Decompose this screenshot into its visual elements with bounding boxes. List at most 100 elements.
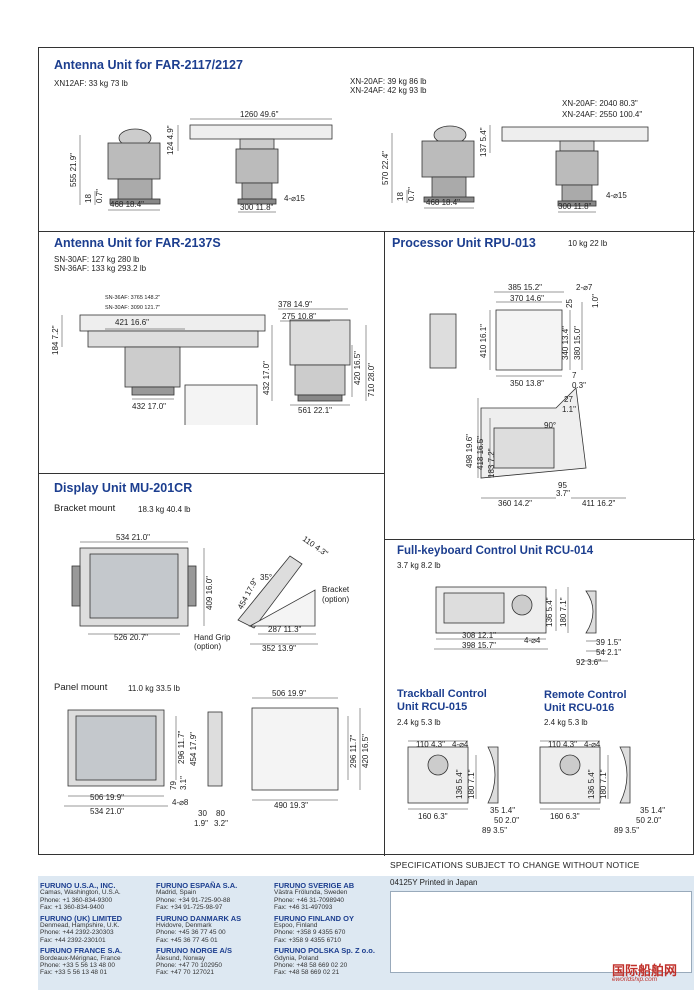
panel-mount-label: Panel mount bbox=[54, 682, 108, 693]
dim-561: 561 22.1" bbox=[298, 406, 332, 415]
kb-dim-39: 39 1.5" bbox=[596, 638, 621, 647]
dim-30: 30 bbox=[198, 809, 207, 818]
dim-110: 110 4.3" bbox=[301, 534, 330, 558]
bracket-text: Bracket bbox=[322, 585, 350, 594]
trackball-title-1: Trackball Control bbox=[397, 688, 487, 700]
keyboard-title: Full-keyboard Control Unit RCU-014 bbox=[397, 545, 594, 557]
dim-27: 27 bbox=[564, 395, 573, 404]
dim-183: 183 7.2" bbox=[487, 448, 496, 478]
dim-468a: 468 18.4" bbox=[110, 200, 144, 209]
antenna-2117-drawing: 1260 49.6" 124 4.9" 555 21.9" 18 0.7" 46… bbox=[69, 110, 649, 213]
office-fax: Fax: +34 91-725-98-97 bbox=[156, 904, 223, 912]
office-phone: Phone: +45 36 77 45 00 bbox=[156, 929, 226, 937]
tb-dim-160: 160 6.3" bbox=[418, 812, 448, 821]
kb-dim-92: 92 3.6" bbox=[576, 658, 601, 667]
office-city: Espoo, Finland bbox=[274, 922, 318, 930]
office-phone: Phone: +44 2392-230303 bbox=[40, 929, 114, 937]
dim-hole-8: 4-⌀8 bbox=[172, 798, 189, 807]
dim-352: 352 13.9" bbox=[262, 644, 296, 653]
office-name: FURUNO (UK) LIMITED bbox=[40, 913, 123, 923]
office-column-1: FURUNO U.S.A., INC.Camas, Washington, U.… bbox=[40, 882, 122, 980]
dim-340: 340 13.4" bbox=[561, 326, 570, 360]
office-city: Denmead, Hampshire, U.K. bbox=[40, 922, 120, 930]
office-name: FURUNO SVERIGE AB bbox=[274, 881, 355, 890]
kb-dim-180: 180 7.1" bbox=[559, 597, 568, 627]
bracket-mount-weight: 18.3 kg 40.4 lb bbox=[138, 505, 191, 514]
office-fax: Fax: +33 5 56 13 48 01 bbox=[40, 969, 108, 977]
watermark-url: eworldship.com bbox=[612, 976, 658, 983]
dim-421: 421 16.6" bbox=[115, 318, 149, 327]
bracket-mount-label: Bracket mount bbox=[54, 503, 116, 514]
kb-dim-54: 54 2.1" bbox=[596, 648, 621, 657]
dim-420: 420 16.5" bbox=[353, 351, 362, 385]
dim-137: 137 5.4" bbox=[479, 127, 488, 157]
specs-notice: SPECIFICATIONS SUBJECT TO CHANGE WITHOUT… bbox=[390, 860, 640, 870]
dim-418: 418 16.5" bbox=[476, 436, 485, 470]
office-block: FURUNO U.S.A., INC.Camas, Washington, U.… bbox=[40, 882, 122, 912]
tb-dim-136: 136 5.4" bbox=[455, 769, 464, 799]
dim-37: 3.7" bbox=[556, 489, 570, 498]
office-phone: Phone: +358 9 4355 670 bbox=[274, 929, 346, 937]
office-name: FURUNO NORGE A/S bbox=[156, 946, 232, 956]
tb-dim-180: 180 7.1" bbox=[467, 769, 476, 799]
dim-380: 380 15.0" bbox=[573, 326, 582, 360]
dim-300a: 300 11.8" bbox=[240, 203, 274, 212]
dim-80: 80 bbox=[216, 809, 225, 818]
office-name: FURUNO FRANCE S.A. bbox=[40, 946, 123, 956]
weight-xn12: XN12AF: 33 kg 73 lb bbox=[54, 79, 128, 88]
antenna-2137-title: Antenna Unit for FAR-2137S bbox=[54, 236, 221, 250]
dim-555: 555 21.9" bbox=[69, 153, 78, 187]
kb-dim-136: 136 5.4" bbox=[545, 597, 554, 627]
trackball-weight: 2.4 kg 5.3 lb bbox=[397, 718, 441, 727]
dim-275: 275 10.8" bbox=[282, 312, 316, 321]
dim-124: 124 4.9" bbox=[166, 125, 175, 155]
kb-dim-hole: 4-⌀4 bbox=[524, 636, 541, 645]
bracket-option: (option) bbox=[322, 595, 349, 604]
rc-dim-110: 110 4.3" bbox=[548, 740, 577, 749]
dim-79: 79 bbox=[169, 781, 178, 790]
office-fax: Fax: +46 31-497093 bbox=[274, 904, 333, 912]
tb-dim-50: 50 2.0" bbox=[494, 816, 519, 825]
dim-432a: 432 17.0" bbox=[132, 402, 166, 411]
weight-sn36: SN-36AF: 133 kg 293.2 lb bbox=[54, 264, 147, 273]
display-title: Display Unit MU-201CR bbox=[54, 481, 193, 495]
dim-25: 25 bbox=[565, 299, 574, 308]
office-fax: Fax: +47 70 127021 bbox=[156, 969, 215, 977]
span-sn30: SN-30AF: 3090 121.7" bbox=[105, 305, 160, 311]
office-city: Gdynia, Poland bbox=[274, 954, 319, 962]
office-fax: Fax: +1 360-834-9400 bbox=[40, 904, 105, 912]
office-phone: Phone: +34 91-725-90-88 bbox=[156, 896, 231, 904]
hand-grip-option: (option) bbox=[194, 642, 221, 651]
office-name: FURUNO FINLAND OY bbox=[274, 913, 354, 923]
kb-dim-398: 398 15.7" bbox=[462, 641, 496, 650]
remote-title-2: Unit RCU-016 bbox=[544, 702, 615, 714]
span-xn24: XN-24AF: 2550 100.4" bbox=[562, 110, 643, 119]
antenna-2137-drawing: SN-36AF: 3765 148.2" SN-30AF: 3090 121.7… bbox=[51, 295, 376, 425]
office-phone: Phone: +47 70 102950 bbox=[156, 962, 222, 970]
dim-31: 3.1" bbox=[179, 776, 188, 790]
office-name: FURUNO U.S.A., INC. bbox=[40, 881, 116, 890]
dim-360: 360 14.2" bbox=[498, 499, 532, 508]
office-fax: Fax: +358 9 4355 6710 bbox=[274, 936, 342, 944]
dim-454b: 454 17.9" bbox=[189, 732, 198, 766]
office-fax: Fax: +48 58 669 02 21 bbox=[274, 969, 340, 977]
span-xn20: XN-20AF: 2040 80.3" bbox=[562, 99, 638, 108]
dim-hole-a: 4-⌀15 bbox=[284, 194, 305, 203]
rc-dim-136: 136 5.4" bbox=[587, 769, 596, 799]
dim-534a: 534 21.0" bbox=[116, 533, 150, 542]
watermark-logo: 国际船舶网 bbox=[612, 963, 678, 978]
antenna-2117-title: Antenna Unit for FAR-2117/2127 bbox=[54, 58, 243, 72]
panel-antenna-2117 bbox=[39, 48, 695, 232]
office-name: FURUNO POLSKA Sp. Z o.o. bbox=[274, 946, 375, 956]
weight-sn30: SN-30AF: 127 kg 280 lb bbox=[54, 255, 140, 264]
dim-10: 1.0" bbox=[591, 294, 600, 308]
office-block: FURUNO FRANCE S.A.Bordeaux-Mérignac, Fra… bbox=[40, 947, 122, 977]
dim-19: 1.9" bbox=[194, 819, 208, 828]
dim-hole-b: 4-⌀15 bbox=[606, 191, 627, 200]
panel-processor bbox=[385, 232, 695, 540]
